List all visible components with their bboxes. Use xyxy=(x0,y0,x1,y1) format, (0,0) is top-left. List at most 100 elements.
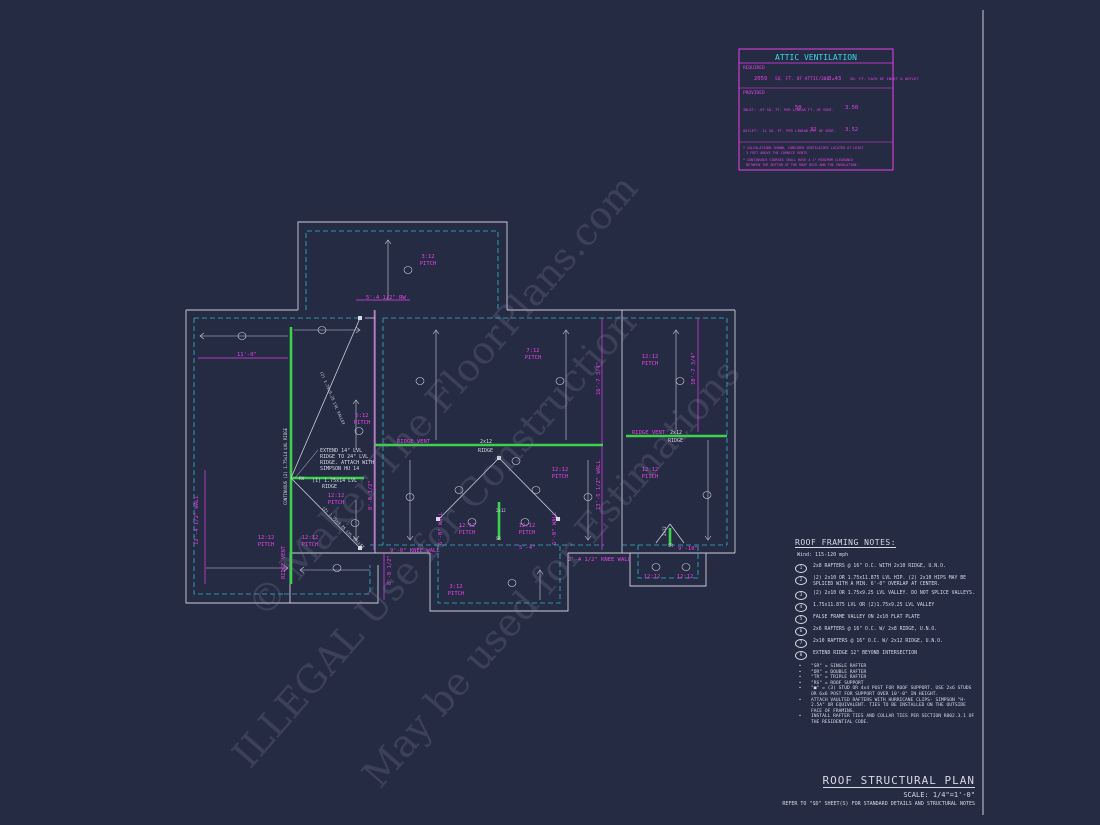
dim-8-6: 8'-6 1/2" xyxy=(368,480,374,510)
note-bullet-text: "DR" = DOUBLE RAFTER xyxy=(811,669,867,675)
eave-lines xyxy=(193,230,728,604)
note-number: 7 xyxy=(795,639,807,648)
note-bullet-text: "■" = (3) STUD OR 4x4 POST FOR ROOF SUPP… xyxy=(811,686,972,697)
note-bullet-text: ATTACH VAULTED RAFTERS WITH HURRICANE CL… xyxy=(811,697,966,714)
dim-13-5-wall: 13'-5 1/2" WALL xyxy=(596,460,602,510)
note-number: 3 xyxy=(795,591,807,600)
note-text: FALSE FRAME VALLEY ON 2x10 FLAT PLATE xyxy=(813,615,920,620)
roof-framing-notes: ROOF FRAMING NOTES: Wind: 115-120 mph 1 2… xyxy=(795,530,975,726)
pitch-labels: 3:12 PITCH 7:12 PITCH 12:12 PITCH 5:12 P… xyxy=(258,254,694,597)
pitch-value: 12:12 xyxy=(328,493,345,499)
notes-list: 1 2x8 RAFTERS @ 16" O.C. WITH 2x10 RIDGE,… xyxy=(795,564,975,660)
attic-inlet-text: INLET: .07 SQ. FT. PER LINEAR FT. OF VEN… xyxy=(743,108,834,112)
dimension-lines xyxy=(198,299,699,600)
note-text: EXTEND RIDGE 12" BEYOND INTERSECTION xyxy=(813,651,917,656)
pitch-value: 12:12 xyxy=(642,467,659,473)
note-item: 3 (2) 2x10 OR 1.75x9.25 LVL VALLEY. DO NO… xyxy=(795,591,975,600)
lvl-ridge-label: (1) 1.75x14 LVL xyxy=(312,478,357,484)
ridge-member-label: 2x12 xyxy=(662,526,667,536)
title-block: ROOF STRUCTURAL PLAN SCALE: 1/4"=1'-0" R… xyxy=(782,769,975,807)
attic-req-area: 2059 xyxy=(754,76,767,82)
ridge-vent-label: RIDGE VENT xyxy=(281,545,287,579)
pitch-label: PITCH xyxy=(519,530,536,536)
pitch-label: PITCH xyxy=(354,420,371,426)
notes-wind: Wind: 115-120 mph xyxy=(797,552,849,558)
pitch-label: PITCH xyxy=(642,474,659,480)
pitch-value: 12:12 xyxy=(644,574,661,580)
sheet-scale: SCALE: 1/4"=1'-0" xyxy=(903,791,975,799)
pitch-value: 12:12 xyxy=(519,523,536,529)
dim-2-4-kneewall: 2'-4 1/2" KNEE WALL xyxy=(568,557,632,563)
note-text: 2x8 RAFTERS @ 16" O.C. WITH 2x10 RIDGE, … xyxy=(813,564,946,569)
pitch-value: 7:12 xyxy=(526,348,539,354)
note-bullet: •INSTALL RAFTER TIES AND COLLAR TIES PER… xyxy=(798,714,975,725)
attic-outlet-value: 3.52 xyxy=(845,127,858,133)
note-bullet: •"DR" = DOUBLE RAFTER xyxy=(798,669,867,675)
note-item: 2(2) 2x10 OR 1.75x11.875 LVL HIP. (2) 2x… xyxy=(795,576,975,588)
roof-outline xyxy=(185,221,736,612)
pitch-label: PITCH xyxy=(642,361,659,367)
svg-text:RIDGE TO 24" LVL: RIDGE TO 24" LVL xyxy=(320,454,368,460)
dim-16-7: 16'-7 3/4" xyxy=(596,362,602,395)
dim-6-0-wall-right: 6'-0" WALL xyxy=(552,511,558,545)
pitch-value: 12:12 xyxy=(302,535,319,541)
note-references xyxy=(237,266,712,587)
note-bullet-text: INSTALL RAFTER TIES AND COLLAR TIES PER … xyxy=(811,714,975,725)
note-text: 1.75x11.875 LVL OR (2)1.75x9.25 LVL VALL… xyxy=(813,603,935,608)
ridge-member-label: 2x12 xyxy=(496,508,506,513)
notes-title: ROOF FRAMING NOTES: xyxy=(795,538,897,548)
notes-bullets: •"SR" = SINGLE RAFTER•"DR" = DOUBLE RAFT… xyxy=(795,664,975,726)
attic-note1a: * CALCULATIONS SHOWN, CONSIDER VENTILATO… xyxy=(743,146,863,150)
pitch-value: 12:12 xyxy=(642,354,659,360)
ridge-label: RIDGE xyxy=(322,484,337,490)
note-text: (2) 2x10 OR 1.75x9.25 LVL VALLEY. DO NOT… xyxy=(813,591,975,596)
note-bullet: •ATTACH VAULTED RAFTERS WITH HURRICANE C… xyxy=(795,698,975,715)
attic-ventilation-table: ATTIC VENTILATION REQUIRED 2059 SQ. FT. … xyxy=(738,48,919,171)
pitch-value: 3:12 xyxy=(421,254,434,260)
pitch-label: PITCH xyxy=(258,542,275,548)
ridge-member-label: 2x12 xyxy=(480,439,492,445)
pitch-value: 12:12 xyxy=(677,574,694,580)
note-number: 2 xyxy=(795,576,807,585)
attic-inlet-value: 3.50 xyxy=(845,105,858,111)
sheet-refer-note: REFER TO "SD" SHEET(S) FOR STANDARD DETA… xyxy=(782,801,975,807)
note-number: 1 xyxy=(795,564,807,573)
dim-12-4-wall: 12'-4 1/2" WALL xyxy=(194,495,200,545)
continuous-lvl-ridge: CONTINUOUS (2) 1.75x14 LVL RIDGE xyxy=(283,427,288,505)
note-bullet-text: "TR" = TRIPLE RAFTER xyxy=(811,675,867,681)
dim-8-8: 8'-8 1/2" xyxy=(387,555,393,585)
note-item: 4 1.75x11.875 LVL OR (2)1.75x9.25 LVL VAL… xyxy=(795,603,975,612)
note-bullet: •"■" = (3) STUD OR 4x4 POST FOR ROOF SUP… xyxy=(795,686,975,697)
pitch-value: 12:12 xyxy=(459,523,476,529)
support-posts xyxy=(358,316,560,550)
svg-text:EXTEND 14" LVL: EXTEND 14" LVL xyxy=(320,448,362,454)
note-text: 2x10 RAFTERS @ 16" O.C. W/ 2x12 RIDGE, U… xyxy=(813,639,943,644)
note-number: 4 xyxy=(795,603,807,612)
note-number: 5 xyxy=(795,615,807,624)
attic-req-text: SQ. FT. OF ATTIC/300 = xyxy=(775,76,835,82)
pitch-label: PITCH xyxy=(552,474,569,480)
ridge-member-label: 2x12 xyxy=(670,430,682,436)
extend-lvl-note: EXTEND 14" LVL RIDGE TO 24" LVL RIDGE. A… xyxy=(294,448,374,479)
note-bullet: •"TR" = TRIPLE RAFTER xyxy=(798,675,867,681)
svg-text:SIMPSON HU 14: SIMPSON HU 14 xyxy=(320,466,359,472)
dim-9-0-kneewall: 9'-0" KNEE WALL xyxy=(390,548,440,554)
note-bullet: •"RS" = ROOF SUPPORT xyxy=(798,680,864,686)
attic-inlet-len: 50 xyxy=(795,105,802,111)
ridge-vent-label: RIDGE VENT xyxy=(397,439,431,445)
pitch-label: PITCH xyxy=(302,542,319,548)
attic-required-label: REQUIRED xyxy=(743,65,765,71)
dim-5-4-rw: 5'-4 1/2" RW xyxy=(366,295,406,301)
ridge-label: RIDGE xyxy=(478,448,493,454)
pitch-label: PITCH xyxy=(459,530,476,536)
attic-req-text2: SQ. FT. EACH OF INLET & OUTLET xyxy=(850,76,919,81)
ridge-lines xyxy=(289,327,727,584)
note-bullet: •"SR" = SINGLE RAFTER xyxy=(798,664,867,669)
sr-label: SR xyxy=(496,536,501,541)
ridge-label: RIDGE xyxy=(668,438,683,444)
attic-provided-label: PROVIDED xyxy=(743,90,765,96)
dim-5-4: 5'-4" xyxy=(519,545,536,551)
